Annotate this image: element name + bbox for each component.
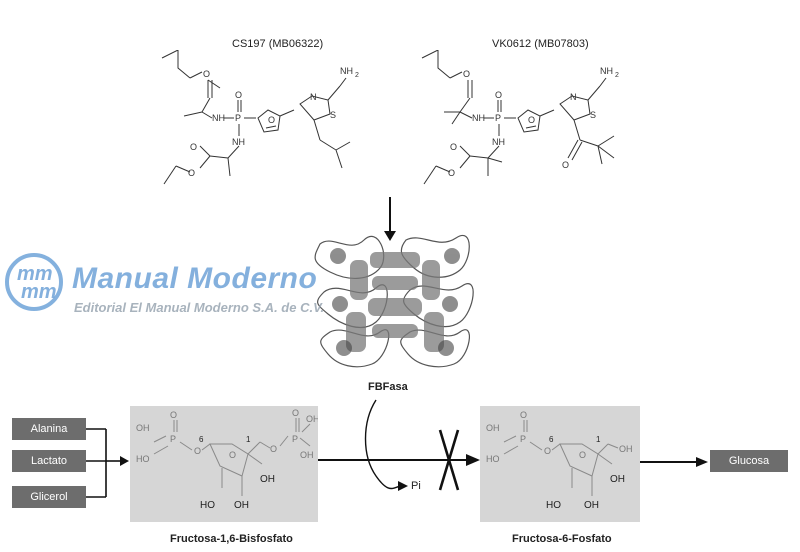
- prod-atom-o-1: O: [520, 410, 527, 420]
- atom-o-5: O: [188, 168, 195, 178]
- watermark-logo-text-2: mm: [21, 281, 57, 303]
- atom-nh2-2: NH: [600, 66, 613, 76]
- enzyme-protein-structure: [314, 235, 474, 368]
- arrow-to-enzyme: [384, 197, 396, 241]
- atom-o-3: O: [268, 115, 275, 125]
- molecule-label-cs197: CS197 (MB06322): [232, 38, 324, 50]
- substrate-structure: OH O P HO O 6 1 O O P O OH OH OH HO OH: [136, 408, 318, 511]
- atom-n-1: N: [310, 92, 317, 102]
- watermark-logo-icon: mm mm: [5, 253, 63, 311]
- atom-o-10: O: [450, 142, 457, 152]
- atom-p-2: P: [495, 113, 501, 123]
- atom-o-6: O: [463, 69, 470, 79]
- atom-o-8: O: [528, 115, 535, 125]
- prod-atom-p-1: P: [520, 434, 526, 444]
- sub-atom-o-ring: O: [229, 450, 236, 460]
- prod-atom-oh-3: OH: [610, 474, 625, 485]
- sub-atom-oh-1: OH: [136, 423, 150, 433]
- sub-atom-o-3: O: [270, 444, 277, 454]
- sub-atom-oh-2: OH: [306, 414, 318, 424]
- atom-n-2: N: [570, 92, 577, 102]
- atom-nh-1: NH: [212, 113, 225, 123]
- prod-atom-ho-1: HO: [486, 454, 500, 464]
- input-box-alanina: Alanina: [12, 418, 86, 440]
- sub-atom-o-1: O: [170, 410, 177, 420]
- prod-atom-ho-2: HO: [546, 500, 561, 511]
- sub-carbon-1: 1: [246, 435, 251, 444]
- sub-atom-oh-4: OH: [260, 474, 275, 485]
- input-box-glicerol: Glicerol: [12, 486, 86, 508]
- product-structure: OH O P HO O 6 1 O OH OH HO OH: [486, 410, 633, 511]
- molecule-label-vk0612: VK0612 (MB07803): [492, 38, 589, 50]
- watermark-title: Manual Moderno: [72, 262, 318, 295]
- sub-atom-ho-1: HO: [136, 454, 150, 464]
- product-panel: [480, 406, 640, 522]
- atom-o-9: O: [562, 160, 569, 170]
- prod-atom-o-2: O: [544, 446, 551, 456]
- atom-o-11: O: [448, 168, 455, 178]
- atom-s-1: S: [330, 110, 336, 120]
- molecule-vk0612-structure: O NH O P NH O N S NH 2 O O O: [421, 50, 619, 185]
- substrate-panel: [130, 406, 318, 522]
- atom-s-2: S: [590, 110, 596, 120]
- enzyme-label: FBFasa: [368, 381, 408, 393]
- sub-atom-p-1: P: [170, 434, 176, 444]
- substrate-label: Fructosa-1,6-Bisfosfato: [170, 533, 293, 545]
- sub-atom-ho-2: HO: [200, 500, 215, 511]
- atom-nh2-sub-1: 2: [355, 72, 359, 79]
- atom-p-1: P: [235, 113, 241, 123]
- sub-atom-p-2: P: [292, 434, 298, 444]
- atom-nh-4: NH: [492, 137, 505, 147]
- molecule-cs197-structure: O NH O P NH O N S NH 2 O O: [161, 50, 359, 185]
- output-box-glucosa: Glucosa: [710, 450, 788, 472]
- sub-carbon-6: 6: [199, 435, 204, 444]
- product-label: Fructosa-6-Fosfato: [512, 533, 612, 545]
- atom-o-1: O: [203, 69, 210, 79]
- side-product-pi: Pi: [411, 480, 421, 492]
- sub-atom-o-2: O: [194, 446, 201, 456]
- atom-o-2: O: [235, 90, 242, 100]
- atom-nh2-sub-2: 2: [615, 72, 619, 79]
- prod-atom-oh-4: OH: [584, 500, 599, 511]
- prod-atom-oh-1: OH: [486, 423, 500, 433]
- reaction-arrow: [318, 399, 480, 491]
- prod-carbon-1: 1: [596, 435, 601, 444]
- atom-nh-3: NH: [472, 113, 485, 123]
- watermark-subtitle: Editorial El Manual Moderno S.A. de C.V.: [74, 300, 325, 315]
- atom-nh-2: NH: [232, 137, 245, 147]
- atom-nh2-1: NH: [340, 66, 353, 76]
- input-box-lactato: Lactato: [12, 450, 86, 472]
- watermark-logo-text: mm: [17, 263, 53, 285]
- sub-atom-o-4: O: [292, 408, 299, 418]
- arrow-to-glucosa: [640, 457, 708, 467]
- prod-atom-oh-2: OH: [619, 444, 633, 454]
- prod-carbon-6: 6: [549, 435, 554, 444]
- sub-atom-oh-5: OH: [234, 500, 249, 511]
- atom-o-4: O: [190, 142, 197, 152]
- prod-atom-o-ring: O: [579, 450, 586, 460]
- atom-o-7: O: [495, 90, 502, 100]
- sub-atom-oh-3: OH: [300, 450, 314, 460]
- input-bracket-arrow: [86, 428, 129, 498]
